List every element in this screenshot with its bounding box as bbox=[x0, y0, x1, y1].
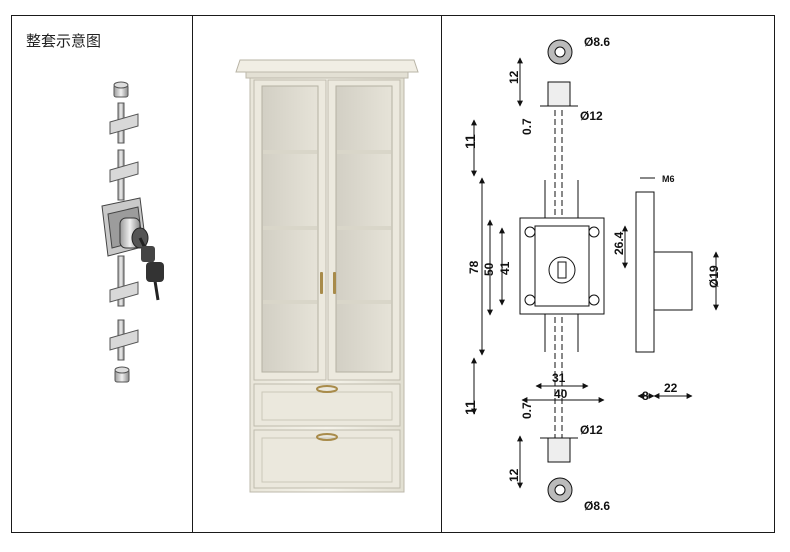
dim-h264: 26.4 bbox=[612, 231, 626, 255]
dim-h12-bottom: 12 bbox=[507, 468, 521, 482]
divider-left bbox=[192, 15, 193, 533]
dim-w40: 40 bbox=[554, 387, 568, 401]
panel-title: 整套示意图 bbox=[26, 32, 102, 50]
dim-h11-top: 11 bbox=[462, 134, 478, 149]
dimension-labels: Ø8.6 Ø12 12 0.7 11 M6 78 50 41 26.4 Ø19 … bbox=[462, 35, 721, 513]
dim-h41: 41 bbox=[498, 261, 512, 275]
dim-m6: M6 bbox=[662, 174, 675, 184]
cabinet-illustration bbox=[235, 59, 419, 493]
lock-set-illustration bbox=[101, 81, 164, 383]
dim-w31: 31 bbox=[552, 371, 566, 385]
dim-h07-bottom: 0.7 bbox=[520, 402, 534, 419]
technical-drawing bbox=[471, 39, 719, 503]
divider-right bbox=[441, 15, 442, 533]
dim-d19: Ø19 bbox=[707, 265, 721, 288]
dim-d86-top: Ø8.6 bbox=[584, 35, 610, 49]
dim-h11-bottom: 11 bbox=[462, 400, 478, 415]
dim-d12-top: Ø12 bbox=[580, 109, 603, 123]
dim-h07-top: 0.7 bbox=[520, 118, 534, 135]
dim-d12-bottom: Ø12 bbox=[580, 423, 603, 437]
dim-d86-bottom: Ø8.6 bbox=[584, 499, 610, 513]
dim-h78: 78 bbox=[467, 260, 481, 274]
dim-w22: 22 bbox=[664, 381, 678, 395]
dim-h12-top: 12 bbox=[507, 70, 521, 84]
dim-h50: 50 bbox=[482, 262, 496, 276]
outer-frame bbox=[11, 15, 775, 533]
dim-w8: 8 bbox=[642, 389, 649, 403]
